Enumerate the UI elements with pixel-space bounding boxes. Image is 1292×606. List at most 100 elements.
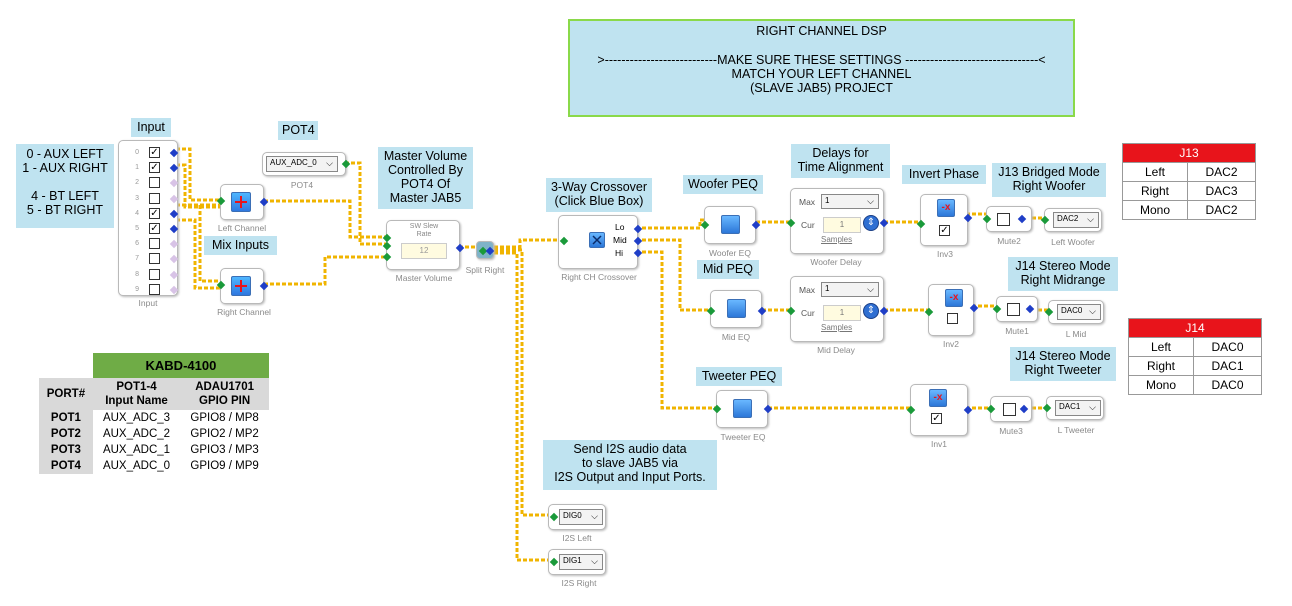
invert-icon[interactable]: -x <box>937 199 955 217</box>
mute1-block[interactable] <box>992 296 1038 322</box>
delay-cur-field[interactable]: 1 <box>823 305 861 321</box>
l-mid-output[interactable]: DAC0⌵ <box>1044 300 1104 324</box>
invert-icon[interactable]: -x <box>945 289 963 307</box>
inv3-block[interactable]: -x ✓ <box>916 194 973 246</box>
dig-dropdown[interactable]: DIG1⌵ <box>559 554 603 570</box>
port-icon <box>169 285 179 295</box>
woofer-delay-label: Woofer Delay <box>810 257 862 267</box>
mid-delay-block[interactable]: Max 1⌵ Cur 1 ⇕ Samples <box>786 276 889 342</box>
channel-number: 5 <box>135 225 139 232</box>
inv3-label: Inv3 <box>936 249 954 259</box>
split-right-block[interactable] <box>476 241 495 259</box>
channel-checkbox[interactable] <box>149 177 160 189</box>
mixer-icon[interactable] <box>231 192 251 212</box>
woofer-eq-block[interactable] <box>700 206 761 244</box>
delay-knob-icon[interactable]: ⇕ <box>863 215 879 231</box>
j14-mid-line-2: Right Midrange <box>1020 273 1106 287</box>
delay-max-value: 1 <box>825 284 830 293</box>
inv1-block[interactable]: -x ✓ <box>906 384 973 436</box>
channel-checkbox[interactable]: ✓ <box>149 147 160 158</box>
samples-link[interactable]: Samples <box>821 323 853 332</box>
note-mix-text: Mix Inputs <box>212 238 269 252</box>
kabd-cell: GPIO9 / MP9 <box>190 460 259 472</box>
invert-checkbox[interactable] <box>947 313 958 324</box>
eq-settings-button[interactable] <box>733 399 752 418</box>
xo-hi-label: Hi <box>615 248 624 258</box>
j14-tw-line-1: J14 Stereo Mode <box>1015 349 1111 363</box>
mid-delay-label: Mid Delay <box>817 345 855 355</box>
delay-cur-label: Cur <box>801 220 815 230</box>
mute3-block[interactable] <box>986 396 1032 422</box>
pot4-block-label: POT4 <box>290 180 314 190</box>
pot4-block[interactable]: AUX_ADC_0⌵ <box>262 152 351 176</box>
legend-line-4: 5 - BT RIGHT <box>26 203 104 217</box>
woofer-delay-block[interactable]: Max 1⌵ Cur 1 ⇕ Samples <box>786 188 889 254</box>
mute-checkbox[interactable] <box>1003 403 1016 416</box>
l-tweeter-output[interactable]: DAC1⌵ <box>1042 396 1104 420</box>
title-line-3: MATCH YOUR LEFT CHANNEL <box>731 67 912 81</box>
mute-checkbox[interactable] <box>997 213 1010 226</box>
eq-settings-button[interactable] <box>721 215 740 234</box>
dig-dropdown[interactable]: DIG0⌵ <box>559 509 603 525</box>
dac-dropdown[interactable]: DAC1⌵ <box>1055 400 1101 416</box>
kabd-cell: POT1 <box>39 410 93 426</box>
delay-max-dropdown[interactable]: 1⌵ <box>821 194 879 209</box>
delay-max-dropdown[interactable]: 1⌵ <box>821 282 879 297</box>
mid-eq-block[interactable] <box>706 290 767 328</box>
i2s-left-output[interactable]: DIG0⌵ <box>548 504 606 530</box>
right-channel-label: Right Channel <box>217 307 271 317</box>
eq-settings-button[interactable] <box>727 299 746 318</box>
channel-checkbox[interactable] <box>149 283 160 295</box>
inv2-block[interactable]: -x <box>924 284 979 336</box>
dac-dropdown[interactable]: DAC2⌵ <box>1053 212 1099 228</box>
note-mid-peq: Mid PEQ <box>697 260 759 279</box>
channel-checkbox[interactable] <box>149 238 160 250</box>
port-icon <box>1019 404 1029 414</box>
note-woofer-peq: Woofer PEQ <box>683 175 763 194</box>
channel-checkbox[interactable]: ✓ <box>149 207 160 219</box>
mute2-label: Mute2 <box>997 236 1021 246</box>
j14-header: J14 <box>1128 318 1262 338</box>
i2s-right-output[interactable]: DIG1⌵ <box>548 549 606 575</box>
channel-checkbox[interactable]: ✓ <box>149 162 160 174</box>
note-j14-tweeter: J14 Stereo Mode Right Tweeter <box>1010 347 1116 381</box>
kabd-cell: GPIO2 / MP2 <box>190 428 259 440</box>
channel-checkbox[interactable]: ✓ <box>149 223 160 234</box>
invert-checkbox[interactable]: ✓ <box>939 225 950 236</box>
mute2-block[interactable] <box>982 206 1032 232</box>
samples-link[interactable]: Samples <box>821 235 853 244</box>
chevron-down-icon: ⌵ <box>867 284 874 294</box>
note-tweeter-peq: Tweeter PEQ <box>696 367 782 386</box>
pot4-dropdown[interactable]: AUX_ADC_0⌵ <box>266 156 338 172</box>
channel-checkbox[interactable] <box>149 268 160 280</box>
master-volume-block[interactable]: SW Slew Rate 12 <box>382 220 465 270</box>
left-channel-block[interactable] <box>216 184 269 220</box>
slew-rate-field[interactable]: 12 <box>401 243 447 259</box>
master-volume-label: Master Volume <box>395 273 453 283</box>
crossover-settings-button[interactable] <box>589 232 605 248</box>
j13-mode-line-2: Right Woofer <box>1012 179 1086 193</box>
j13-cell: DAC2 <box>1187 200 1256 220</box>
delay-cur-field[interactable]: 1 <box>823 217 861 233</box>
mixer-icon[interactable] <box>231 276 251 296</box>
invert-checkbox[interactable]: ✓ <box>931 413 942 424</box>
kabd-cell: GPIO3 / MP3 <box>190 444 259 456</box>
channel-checkbox[interactable] <box>149 253 160 265</box>
dac-dropdown[interactable]: DAC0⌵ <box>1057 304 1101 320</box>
tweeter-eq-block[interactable] <box>712 390 773 428</box>
chevron-down-icon: ⌵ <box>1087 214 1094 224</box>
crossover-block[interactable]: Lo Mid Hi <box>558 215 643 269</box>
left-woofer-output[interactable]: DAC2⌵ <box>1040 208 1102 232</box>
mute-checkbox[interactable] <box>1007 303 1020 316</box>
port-icon <box>485 246 495 256</box>
i2s-right-label: I2S Right <box>561 578 597 588</box>
title-line-2: >---------------------------MAKE SURE TH… <box>597 53 1046 67</box>
chevron-down-icon: ⌵ <box>1089 402 1096 412</box>
right-channel-block[interactable] <box>216 268 269 304</box>
channel-checkbox[interactable] <box>149 192 160 204</box>
delay-knob-icon[interactable]: ⇕ <box>863 303 879 319</box>
invert-icon[interactable]: -x <box>929 389 947 407</box>
port-icon <box>169 148 179 158</box>
i2s-line-3: I2S Output and Input Ports. <box>554 470 706 484</box>
